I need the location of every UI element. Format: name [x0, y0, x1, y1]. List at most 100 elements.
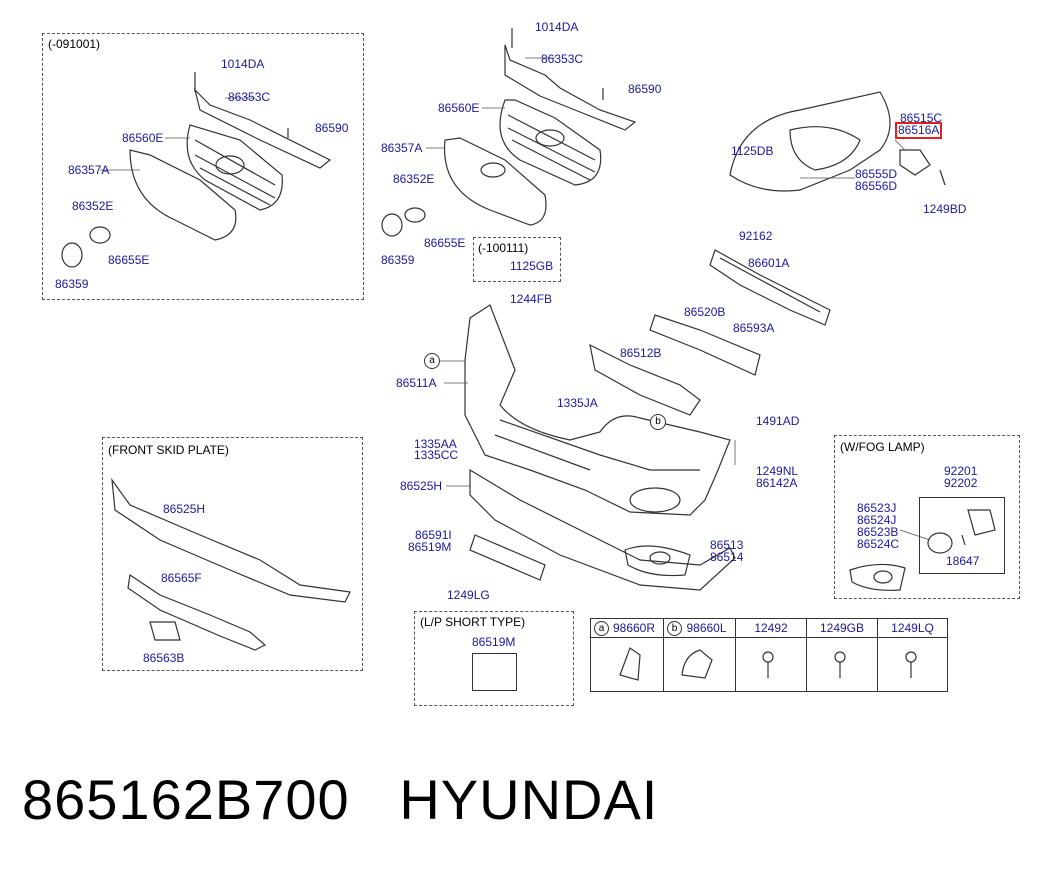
- part-number-caption: 865162B700 HYUNDAI: [22, 768, 659, 831]
- fastener-table: 98660R a 98660L b 12492 1249GB 1249LQ: [590, 618, 948, 692]
- label-1249BD[interactable]: 1249BD: [923, 202, 967, 216]
- label-86519M[interactable]: 86519M: [408, 540, 452, 554]
- skid-plate-86565F: [127, 573, 267, 651]
- label-86523J[interactable]: 86523J: [857, 501, 897, 515]
- label-86357A[interactable]: 86357A: [381, 141, 423, 155]
- label-skid-86563B[interactable]: 86563B: [143, 651, 185, 665]
- screw-1249LQ-icon: [905, 651, 917, 678]
- label-lp-86519M[interactable]: 86519M: [472, 635, 516, 649]
- label-86556D[interactable]: 86556D: [855, 179, 898, 193]
- label-18647[interactable]: 18647: [946, 554, 980, 568]
- table-marker-a: a: [594, 621, 609, 636]
- main-emblem-in-grille: [535, 129, 565, 147]
- label-86514[interactable]: 86514: [710, 550, 744, 564]
- bumper-beam: [709, 249, 831, 326]
- label-1014DA[interactable]: 1014DA: [535, 20, 579, 34]
- table-header-5: 1249LQ: [878, 619, 947, 638]
- table-header-3: 12492: [736, 619, 806, 638]
- label-86591I[interactable]: 86591I: [415, 528, 452, 542]
- skid-plate-86525H: [111, 477, 351, 603]
- label-old-86359[interactable]: 86359: [55, 277, 89, 291]
- label-86142A[interactable]: 86142A: [756, 476, 798, 490]
- label-86560E[interactable]: 86560E: [438, 101, 480, 115]
- table-header-1: 98660R: [591, 619, 663, 638]
- label-old-86560E[interactable]: 86560E: [122, 131, 164, 145]
- label-92202[interactable]: 92202: [944, 476, 978, 490]
- label-86525H[interactable]: 86525H: [400, 479, 443, 493]
- table-cell-2[interactable]: 98660L b: [663, 619, 735, 691]
- table-header-2: 98660L: [664, 619, 735, 638]
- fog-bezel: [849, 563, 906, 591]
- label-86524C[interactable]: 86524C: [857, 537, 900, 551]
- box-grille-old-title: (-091001): [48, 37, 101, 51]
- label-86515C[interactable]: 86515C: [900, 111, 943, 125]
- label-1249LG[interactable]: 1249LG: [447, 588, 490, 602]
- label-1335AA[interactable]: 1335AA: [414, 437, 457, 451]
- table-cell-5[interactable]: 1249LQ: [877, 619, 947, 691]
- label-86516A-highlighted[interactable]: 86516A: [895, 122, 943, 139]
- energy-absorber: [649, 314, 761, 376]
- label-old-86655E[interactable]: 86655E: [108, 253, 150, 267]
- label-86359[interactable]: 86359: [381, 253, 415, 267]
- lp-short-plate: [472, 653, 517, 691]
- label-1125DB[interactable]: 1125DB: [731, 144, 774, 158]
- table-header-4: 1249GB: [807, 619, 877, 638]
- label-86524J[interactable]: 86524J: [857, 513, 897, 527]
- label-86512B[interactable]: 86512B: [620, 346, 662, 360]
- marker-a: a: [424, 353, 440, 369]
- fog-cover-main: [624, 545, 691, 577]
- old-emblem-in-grille: [215, 155, 245, 175]
- label-old-86352E[interactable]: 86352E: [72, 199, 114, 213]
- table-cell-3[interactable]: 12492: [735, 619, 806, 691]
- old-emblem-front: [89, 226, 111, 244]
- main-emblem-front: [404, 207, 426, 223]
- label-86523B[interactable]: 86523B: [857, 525, 899, 539]
- label-92201[interactable]: 92201: [944, 464, 978, 478]
- box-lp-short: [414, 611, 574, 706]
- table-marker-b: b: [667, 621, 682, 636]
- label-86520B[interactable]: 86520B: [684, 305, 726, 319]
- box-grille-old: [42, 33, 364, 300]
- label-86511A[interactable]: 86511A: [396, 376, 437, 390]
- label-86593A[interactable]: 86593A: [733, 321, 775, 335]
- label-86555D[interactable]: 86555D: [855, 167, 898, 181]
- label-old-86590[interactable]: 86590: [315, 121, 349, 135]
- label-skid-86525H[interactable]: 86525H: [163, 502, 206, 516]
- main-emblem-badge: [381, 213, 403, 237]
- cover-98660L-icon: [681, 649, 713, 679]
- label-1335JA[interactable]: 1335JA: [557, 396, 598, 410]
- license-plate: [469, 534, 546, 581]
- label-86353C[interactable]: 86353C: [541, 52, 584, 66]
- label-86352E[interactable]: 86352E: [393, 172, 435, 186]
- label-1335CC[interactable]: 1335CC: [414, 448, 459, 462]
- fender-liner: [729, 91, 891, 192]
- label-1125GB[interactable]: 1125GB: [510, 259, 554, 273]
- box-emblem-old-title: (-100111): [478, 241, 529, 255]
- main-grille: [499, 99, 602, 186]
- label-86590[interactable]: 86590: [628, 82, 662, 96]
- label-1491AD[interactable]: 1491AD: [756, 414, 800, 428]
- screw-1249GB-icon: [834, 651, 846, 678]
- label-1249NL[interactable]: 1249NL: [756, 464, 799, 478]
- old-grille-frame: [186, 124, 283, 211]
- cover-98660R-icon: [619, 647, 641, 681]
- box-lp-short-title: (L/P SHORT TYPE): [420, 615, 526, 629]
- label-old-1014DA[interactable]: 1014DA: [221, 57, 265, 71]
- table-cell-4[interactable]: 1249GB: [806, 619, 877, 691]
- label-1244FB[interactable]: 1244FB: [510, 292, 553, 306]
- box-fog-lamp-title: (W/FOG LAMP): [840, 440, 925, 454]
- skid-bracket-86563B: [149, 621, 181, 641]
- box-emblem-old: [473, 237, 561, 282]
- label-old-86353C[interactable]: 86353C: [228, 90, 271, 104]
- label-92162[interactable]: 92162: [739, 229, 773, 243]
- label-86655E[interactable]: 86655E: [424, 236, 466, 250]
- label-86601A[interactable]: 86601A: [748, 256, 790, 270]
- label-86513[interactable]: 86513: [710, 538, 744, 552]
- label-skid-86565F[interactable]: 86565F: [161, 571, 202, 585]
- main-upper-bracket: [504, 44, 637, 131]
- label-old-86357A[interactable]: 86357A: [68, 163, 110, 177]
- box-skid-plate-title: (FRONT SKID PLATE): [108, 443, 229, 457]
- old-emblem-badge: [61, 242, 83, 268]
- table-cell-1[interactable]: 98660R a: [591, 619, 663, 691]
